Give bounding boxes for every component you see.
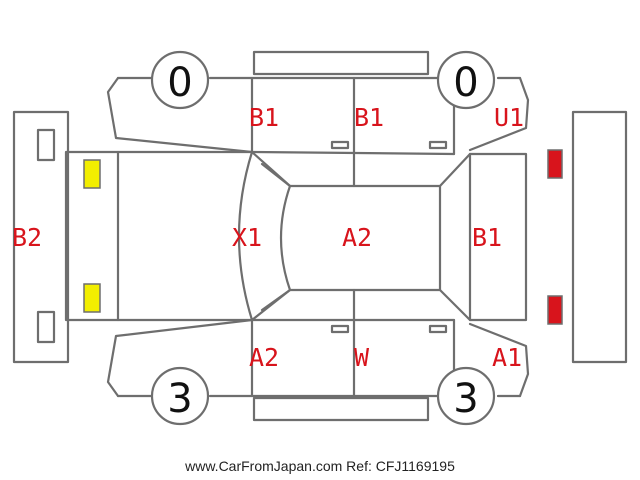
code-hood: X1 xyxy=(232,223,262,252)
code-roof: A2 xyxy=(342,223,372,252)
wheel-rear-right-score: 3 xyxy=(453,376,478,422)
code-bottom-door-rear: W xyxy=(354,343,370,372)
code-tailgate: B1 xyxy=(472,223,502,252)
code-bottom-door-front: A2 xyxy=(249,343,279,372)
wheel-rear-left xyxy=(150,366,210,426)
code-bottom-quarter: A1 xyxy=(492,343,522,372)
headlamp-top xyxy=(83,159,101,189)
reference-footer: www.CarFromJapan.com Ref: CFJ1169195 xyxy=(184,458,455,474)
code-top-quarter: U1 xyxy=(494,103,524,132)
left-bumper xyxy=(12,110,70,364)
code-top-door-rear: B1 xyxy=(354,103,384,132)
bottom-side-view xyxy=(106,288,530,422)
wheel-front-left xyxy=(150,50,210,110)
headlamp-bottom xyxy=(83,283,101,313)
wheel-front-right-score: 0 xyxy=(453,60,478,106)
top-view-body xyxy=(64,150,528,322)
code-rear-bumper: B2 xyxy=(12,223,42,252)
wheel-front-left-score: 0 xyxy=(167,60,192,106)
right-bumper xyxy=(571,110,628,364)
tail-lamp-bottom xyxy=(547,295,563,325)
tail-lamp-top xyxy=(547,149,563,179)
code-top-door-front: B1 xyxy=(249,103,279,132)
wheel-front-right xyxy=(436,50,496,110)
wheel-rear-right xyxy=(436,366,496,426)
wheel-rear-left-score: 3 xyxy=(167,376,192,422)
